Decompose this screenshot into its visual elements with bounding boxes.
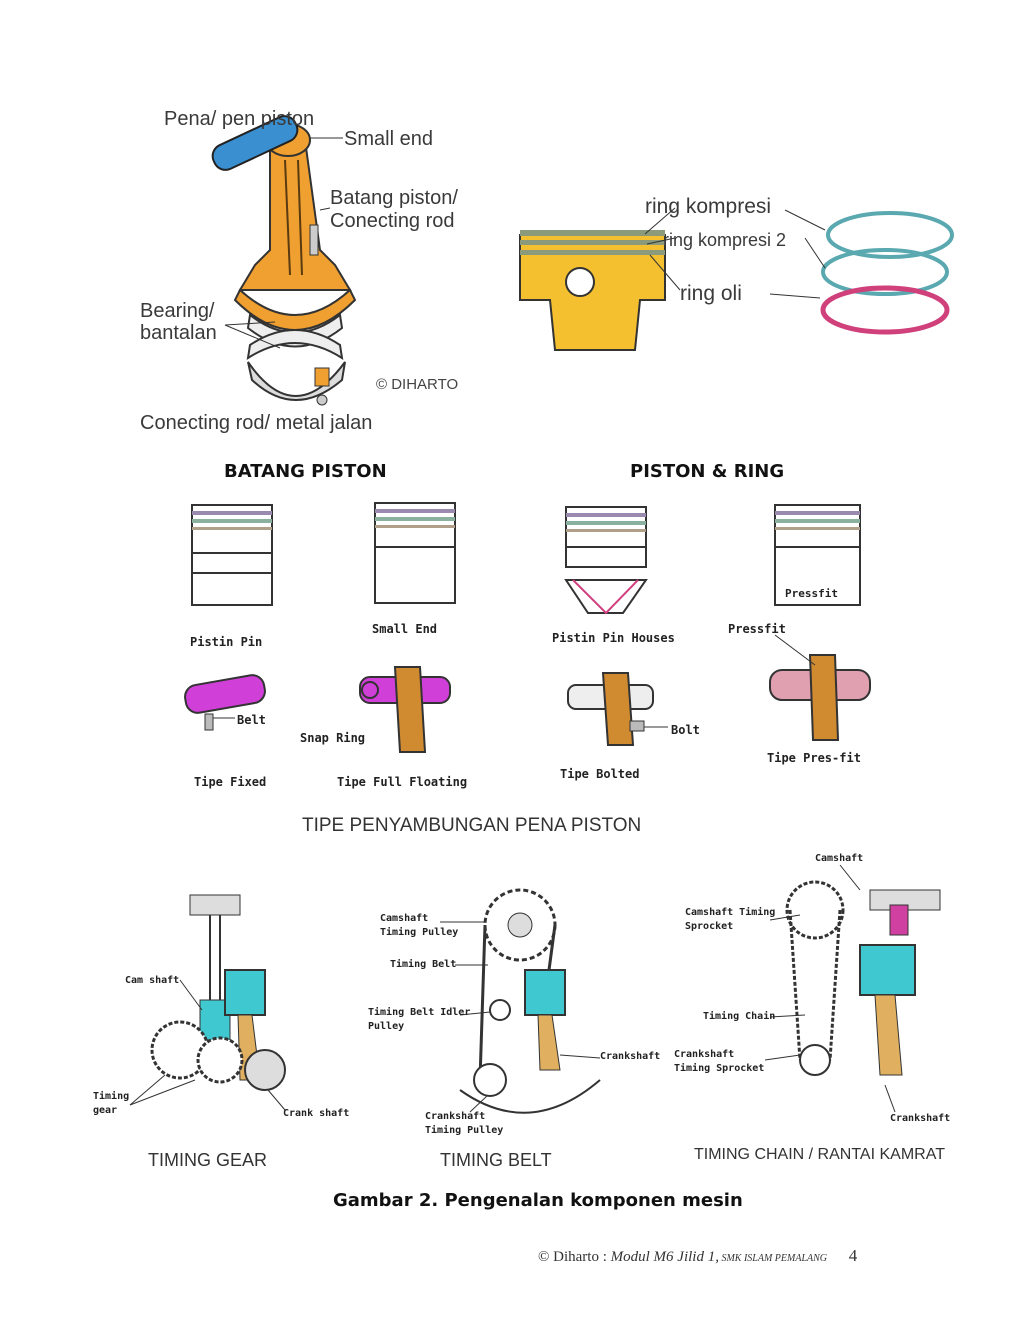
footer-author: © Diharto : bbox=[538, 1249, 611, 1265]
figure-caption: Gambar 2. Pengenalan komponen mesin bbox=[333, 1190, 743, 1211]
pistin-pin-label: Pistin Pin bbox=[190, 635, 263, 649]
piston-ring-illustration bbox=[519, 207, 954, 351]
tipe-pres-fit-label: Tipe Pres-fit bbox=[767, 751, 861, 765]
timing-gear-illustration bbox=[129, 894, 286, 1111]
idler-pulley-label-2: Pulley bbox=[368, 1021, 405, 1032]
ring-kompresi-2-label: ring kompresi 2 bbox=[663, 230, 787, 250]
idler-pulley-label-1: Timing Belt Idler bbox=[368, 1007, 471, 1018]
page-footer: © Diharto : Modul M6 Jilid 1, SMK ISLAM … bbox=[538, 1246, 857, 1266]
tipe-full-floating-label: Tipe Full Floating bbox=[337, 775, 468, 789]
camshaft-pulley-label-2: Timing Pulley bbox=[380, 927, 459, 938]
piston-section-icon bbox=[374, 502, 456, 604]
magenta-pin-icon bbox=[184, 674, 266, 731]
crank-pulley-label-1: Crankshaft bbox=[425, 1111, 486, 1122]
camshaft-sprocket-label-1: Camshaft Timing bbox=[685, 907, 776, 918]
pin-type-fixed: Pistin Pin Belt Tipe Fixed bbox=[180, 495, 300, 795]
tipe-fixed-label: Tipe Fixed bbox=[194, 775, 267, 789]
pressfit-inner-label: Pressfit bbox=[785, 587, 838, 600]
timing-gear-label-2: gear bbox=[93, 1105, 118, 1116]
small-end-label: Small End bbox=[372, 622, 438, 636]
page-number: 4 bbox=[848, 1246, 858, 1265]
camshaft-label: Camshaft bbox=[815, 853, 864, 864]
crank-shaft-label: Crank shaft bbox=[283, 1108, 350, 1119]
piston-ring-figure: ring kompresi ring kompresi 2 ring oli bbox=[515, 190, 955, 360]
cam-shaft-label: Cam shaft bbox=[125, 975, 180, 986]
pistin-pin-houses-label: Pistin Pin Houses bbox=[552, 631, 675, 645]
bearing-label-line2: bantalan bbox=[140, 322, 217, 344]
connecting-rod-illustration bbox=[211, 115, 357, 406]
piston-section-icon bbox=[564, 506, 648, 615]
camshaft-pulley-label-1: Camshaft bbox=[380, 913, 429, 924]
pin-type-bolted: Pistin Pin Houses Bolt Tipe Bolted bbox=[548, 495, 708, 795]
snap-ring-label: Snap Ring bbox=[300, 731, 366, 745]
bolt-label: Bolt bbox=[671, 723, 700, 737]
bearing-label-line1: Bearing/ bbox=[140, 300, 215, 322]
piston-section-icon bbox=[191, 504, 273, 606]
timing-gear-label-1: Timing bbox=[93, 1091, 130, 1102]
crank-pulley-label-2: Timing Pulley bbox=[425, 1125, 504, 1136]
camshaft-sprocket-label-2: Sprocket bbox=[685, 921, 734, 932]
timing-chain-illustration bbox=[764, 864, 941, 1113]
crankshaft-label: Crankshaft bbox=[890, 1113, 951, 1124]
belt-label: Belt bbox=[237, 713, 266, 727]
footer-school: SMK ISLAM PEMALANG bbox=[718, 1253, 828, 1264]
connecting-rod-figure: Pena/ pen piston Small end Batang piston… bbox=[130, 100, 490, 445]
footer-module: Modul M6 Jilid 1, bbox=[610, 1249, 719, 1265]
timing-gear-figure: Cam shaft Timing gear Crank shaft bbox=[90, 880, 350, 1140]
pin-type-full-floating: Small End Snap Ring Tipe Full Floating bbox=[300, 495, 470, 795]
bolted-pin-icon bbox=[567, 672, 668, 746]
crank-sprocket-label-1: Crankshaft bbox=[674, 1049, 735, 1060]
tipe-bolted-label: Tipe Bolted bbox=[560, 767, 640, 781]
crankshaft-label: Crankshaft bbox=[600, 1051, 661, 1062]
timing-chain-caption: TIMING CHAIN / RANTAI KAMRAT bbox=[694, 1146, 945, 1163]
piston-section-icon bbox=[774, 504, 861, 606]
ring-oli-label: ring oli bbox=[680, 282, 742, 305]
timing-chain-label: Timing Chain bbox=[703, 1011, 776, 1022]
pressfit-label: Pressfit bbox=[728, 622, 786, 636]
copyright-mark: © DIHARTO bbox=[376, 376, 459, 393]
timing-belt-illustration bbox=[440, 888, 601, 1114]
tipe-penyambungan-caption: TIPE PENYAMBUNGAN PENA PISTON bbox=[302, 815, 642, 836]
timing-belt-caption: TIMING BELT bbox=[440, 1150, 552, 1170]
small-end-label: Small end bbox=[344, 128, 433, 150]
timing-chain-figure: Camshaft Camshaft Timing Sprocket Timing… bbox=[670, 850, 960, 1140]
timing-belt-figure: Camshaft Timing Pulley Timing Belt Timin… bbox=[360, 880, 660, 1145]
timing-gear-caption: TIMING GEAR bbox=[148, 1150, 268, 1170]
crank-sprocket-label-2: Timing Sprocket bbox=[674, 1063, 765, 1074]
rod-label-line1: Batang piston/ bbox=[330, 187, 458, 209]
pin-type-pressfit: Pressfit Pressfit Tipe Pres-fit bbox=[720, 495, 900, 795]
ring-kompresi-label: ring kompresi bbox=[645, 195, 772, 218]
rod-label-line2: Conecting rod bbox=[330, 210, 455, 232]
cap-label: Conecting rod/ metal jalan bbox=[140, 412, 373, 434]
timing-belt-label: Timing Belt bbox=[390, 959, 457, 970]
pin-label: Pena/ pen piston bbox=[164, 108, 315, 130]
floating-pin-icon bbox=[359, 666, 451, 753]
piston-ring-caption: PISTON & RING bbox=[630, 461, 785, 482]
pressfit-pin-icon bbox=[769, 634, 871, 741]
batang-piston-caption: BATANG PISTON bbox=[224, 461, 387, 482]
